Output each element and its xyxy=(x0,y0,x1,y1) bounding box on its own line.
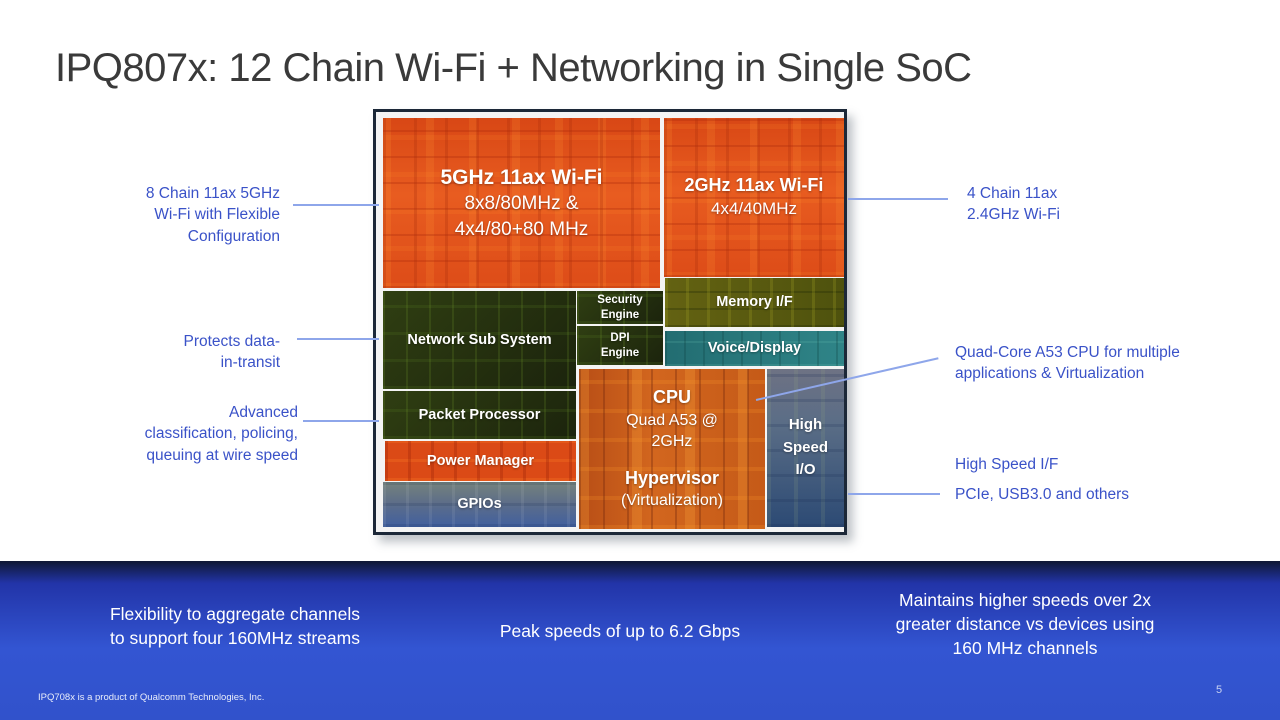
connector-line-security xyxy=(297,338,379,340)
block-label: Packet Processor xyxy=(418,406,541,423)
block-title: CPU xyxy=(652,387,691,408)
connector-line-packet xyxy=(303,420,379,422)
block-label: GPIOs xyxy=(457,496,502,513)
chip-block-gpios: GPIOs xyxy=(383,482,576,527)
callout-classification: Advanced classification, policing, queui… xyxy=(144,404,298,464)
chip-block-dpi-engine: DPI Engine xyxy=(577,326,663,365)
chip-block-security-engine: Security Engine xyxy=(577,291,663,324)
chip-block-packet-processor: Packet Processor xyxy=(383,391,576,439)
block-label: High Speed I/O xyxy=(782,416,828,479)
block-subtitle-virtualization: (Virtualization) xyxy=(621,492,723,510)
chip-block-5ghz-wifi: 5GHz 11ax Wi-Fi 8x8/80MHz & 4x4/80+80 MH… xyxy=(383,118,660,288)
block-label: Voice/Display xyxy=(707,340,802,357)
chip-block-voice-display: Voice/Display xyxy=(665,331,844,366)
callout-pcie-usb: PCIe, USB3.0 and others xyxy=(955,486,1130,503)
banner-item-maintains-speeds: Maintains higher speeds over 2x greater … xyxy=(895,590,1155,659)
connector-line-pcie xyxy=(848,493,940,495)
block-title-hypervisor: Hypervisor xyxy=(624,467,720,488)
connector-line-24ghz xyxy=(848,198,948,200)
footnote: IPQ708x is a product of Qualcomm Technol… xyxy=(38,692,265,703)
block-title: 2GHz 11ax Wi-Fi xyxy=(684,175,824,196)
block-subtitle: 8x8/80MHz & 4x4/80+80 MHz xyxy=(454,193,589,240)
chip-block-cpu: CPU Quad A53 @ 2GHz Hypervisor (Virtuali… xyxy=(579,369,765,529)
chip-block-network-sub-system: Network Sub System xyxy=(383,291,576,389)
block-label: Power Manager xyxy=(426,452,535,469)
soc-die-diagram: 5GHz 11ax Wi-Fi 8x8/80MHz & 4x4/80+80 MH… xyxy=(373,109,847,535)
page-number: 5 xyxy=(1216,684,1223,696)
block-label: Security Engine xyxy=(597,293,643,321)
banner-item-flexibility: Flexibility to aggregate channels to sup… xyxy=(109,604,360,649)
callout-data-in-transit: Protects data- in-transit xyxy=(183,333,281,372)
block-subtitle: Quad A53 @ 2GHz xyxy=(626,411,718,451)
bottom-banner: Flexibility to aggregate channels to sup… xyxy=(0,561,1280,720)
block-label: Memory I/F xyxy=(716,294,793,311)
chip-block-high-speed-io: High Speed I/O xyxy=(767,369,844,527)
chip-block-2ghz-wifi: 2GHz 11ax Wi-Fi 4x4/40MHz xyxy=(664,118,844,277)
banner-item-peak-speeds: Peak speeds of up to 6.2 Gbps xyxy=(499,621,741,641)
chip-block-power-manager: Power Manager xyxy=(385,441,576,481)
slide-title: IPQ807x: 12 Chain Wi-Fi + Networking in … xyxy=(55,46,972,90)
callout-5ghz-wifi: 8 Chain 11ax 5GHz Wi-Fi with Flexible Co… xyxy=(145,185,280,245)
block-label: Network Sub System xyxy=(407,331,552,348)
callout-quad-core-cpu: Quad-Core A53 CPU for multiple applicati… xyxy=(955,344,1180,383)
connector-line-5ghz xyxy=(293,204,379,206)
callout-24ghz-wifi: 4 Chain 11ax 2.4GHz Wi-Fi xyxy=(967,185,1060,224)
block-subtitle: 4x4/40MHz xyxy=(711,198,797,218)
block-title: 5GHz 11ax Wi-Fi xyxy=(440,165,603,189)
chip-block-memory-if: Memory I/F xyxy=(665,278,844,327)
block-label: DPI Engine xyxy=(600,331,640,359)
callout-high-speed-if: High Speed I/F xyxy=(955,456,1059,473)
